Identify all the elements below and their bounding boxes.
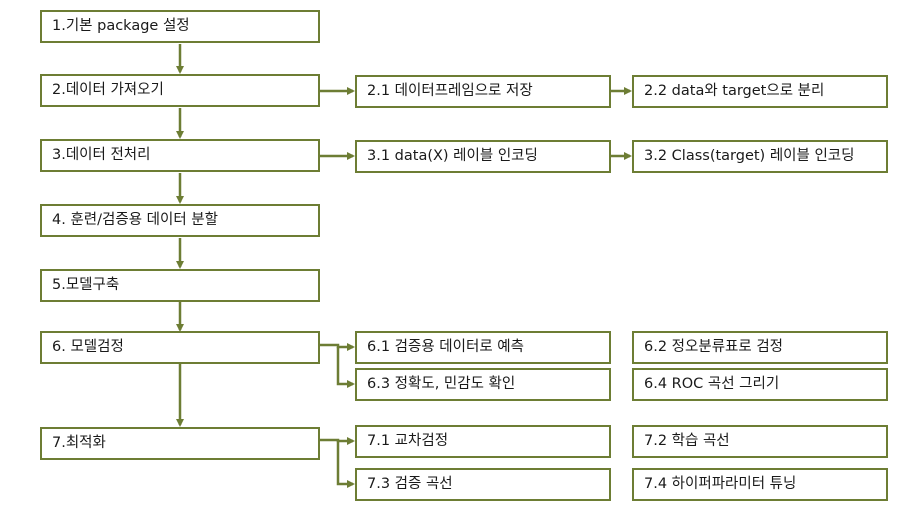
step-6-3-box: 6.3 정확도, 민감도 확인	[355, 368, 611, 401]
arrow-7-to-7-1	[320, 437, 355, 445]
step-7-3-box: 7.3 검증 곡선	[355, 468, 611, 501]
step-3-box: 3.데이터 전처리	[40, 139, 320, 172]
step-6-box: 6. 모델검정	[40, 331, 320, 364]
step-4-box: 4. 훈련/검증용 데이터 분할	[40, 204, 320, 237]
step-3-2-box: 3.2 Class(target) 레이블 인코딩	[632, 140, 888, 173]
arrow-6-to-6-1	[320, 343, 355, 351]
step-6-4-box: 6.4 ROC 곡선 그리기	[632, 368, 888, 401]
arrow-7-to-7-3	[336, 441, 355, 488]
step-2-2-box: 2.2 data와 target으로 분리	[632, 75, 888, 108]
step-7-4-box: 7.4 하이퍼파라미터 튜닝	[632, 468, 888, 501]
step-7-1-box: 7.1 교차검정	[355, 425, 611, 458]
step-6-1-box: 6.1 검증용 데이터로 예측	[355, 331, 611, 364]
step-2-1-box: 2.1 데이터프레임으로 저장	[355, 75, 611, 108]
arrow-6-to-6-3	[336, 347, 355, 388]
step-3-1-box: 3.1 data(X) 레이블 인코딩	[355, 140, 611, 173]
step-7-box: 7.최적화	[40, 427, 320, 460]
step-5-box: 5.모델구축	[40, 269, 320, 302]
step-1-box: 1.기본 package 설정	[40, 10, 320, 43]
step-6-2-box: 6.2 정오분류표로 검정	[632, 331, 888, 364]
step-2-box: 2.데이터 가져오기	[40, 74, 320, 107]
step-7-2-box: 7.2 학습 곡선	[632, 425, 888, 458]
